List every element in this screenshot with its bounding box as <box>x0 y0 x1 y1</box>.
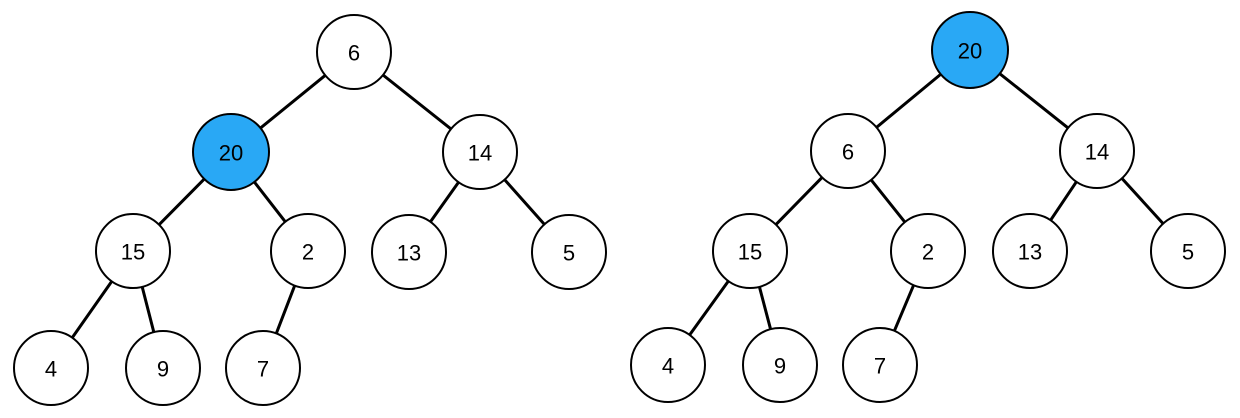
tree-node-label: 13 <box>397 241 421 266</box>
tree-edge <box>868 177 908 225</box>
tree-node-circle[interactable] <box>712 213 788 289</box>
tree-node-circle[interactable] <box>442 114 518 190</box>
tree-edge <box>258 73 328 131</box>
tree-node[interactable]: 7 <box>225 330 301 406</box>
tree-node-label: 14 <box>1085 140 1109 165</box>
tree-node-circle[interactable] <box>225 330 301 406</box>
tree-node-circle[interactable] <box>13 330 89 406</box>
tree-node[interactable]: 15 <box>712 213 788 289</box>
tree-node[interactable]: 2 <box>890 213 966 289</box>
tree-node[interactable]: 9 <box>742 327 818 403</box>
tree-edge <box>274 283 297 336</box>
tree-node-label: 15 <box>121 240 145 265</box>
tree-node-circle[interactable] <box>531 214 607 290</box>
tree-edge <box>140 284 156 335</box>
tree-node[interactable]: 15 <box>95 213 171 289</box>
tree-node-circle[interactable] <box>316 14 392 90</box>
tree-node-circle[interactable] <box>95 213 171 289</box>
tree-node[interactable]: 9 <box>125 330 201 406</box>
tree-node-label: 4 <box>45 357 57 382</box>
tree-node[interactable]: 4 <box>630 327 706 403</box>
tree-node-label: 5 <box>1182 240 1194 265</box>
tree-edge <box>428 179 461 225</box>
tree-node-label: 20 <box>219 141 243 166</box>
tree-edge <box>156 176 207 227</box>
tree-edge <box>773 175 825 227</box>
tree-node-circle[interactable] <box>1150 213 1226 289</box>
tree-edge <box>380 72 454 132</box>
tree-node-circle[interactable] <box>270 213 346 289</box>
tree-node-label: 6 <box>348 41 360 66</box>
tree-node[interactable]: 4 <box>13 330 89 406</box>
tree-node[interactable]: 14 <box>1059 113 1135 189</box>
tree-edge <box>252 179 288 225</box>
tree-node[interactable]: 7 <box>842 327 918 403</box>
tree-node-label: 2 <box>302 240 314 265</box>
tree-node-circle[interactable] <box>630 327 706 403</box>
tree-node-label: 14 <box>468 141 492 166</box>
tree-node-label: 6 <box>842 140 854 165</box>
tree-node-label: 20 <box>958 39 982 64</box>
tree-edge <box>757 284 773 332</box>
tree-edge <box>70 278 114 341</box>
tree-edge <box>1048 179 1079 223</box>
tree-node[interactable]: 6 <box>316 14 392 90</box>
tree-node[interactable]: 2 <box>270 213 346 289</box>
tree-node-circle-highlighted[interactable] <box>192 113 270 191</box>
tree-node-circle[interactable] <box>810 113 886 189</box>
left-tree: 6 20 14 15 2 13 5 4 9 7 <box>13 14 607 406</box>
tree-node[interactable]: 5 <box>1150 213 1226 289</box>
tree-edge <box>687 278 731 338</box>
tree-node[interactable]: 13 <box>371 214 447 290</box>
tree-node-circle[interactable] <box>125 330 201 406</box>
tree-node-circle[interactable] <box>371 214 447 290</box>
right-tree-edges <box>687 71 1166 338</box>
tree-node[interactable]: 20 <box>192 113 270 191</box>
tree-node[interactable]: 20 <box>931 11 1009 89</box>
tree-node-circle[interactable] <box>1059 113 1135 189</box>
tree-node[interactable]: 14 <box>442 114 518 190</box>
left-tree-edges <box>70 72 547 341</box>
tree-node-label: 4 <box>662 354 674 379</box>
tree-node-label: 5 <box>563 241 575 266</box>
tree-node[interactable]: 13 <box>992 213 1068 289</box>
tree-node-label: 7 <box>874 354 886 379</box>
tree-node[interactable]: 6 <box>810 113 886 189</box>
tree-edge <box>1119 176 1166 226</box>
tree-node-label: 13 <box>1018 240 1042 265</box>
tree-node-label: 7 <box>257 357 269 382</box>
tree-node-circle[interactable] <box>842 327 918 403</box>
tree-edge <box>874 72 943 130</box>
tree-edge <box>997 71 1071 131</box>
tree-node-circle-highlighted[interactable] <box>931 11 1009 89</box>
right-tree: 20 6 14 15 2 13 5 4 9 7 <box>630 11 1226 403</box>
tree-edge <box>502 177 547 227</box>
tree-node-label: 2 <box>922 240 934 265</box>
tree-node-circle[interactable] <box>742 327 818 403</box>
tree-node-label: 15 <box>738 240 762 265</box>
tree-edge <box>892 282 916 334</box>
tree-node-circle[interactable] <box>992 213 1068 289</box>
tree-node-circle[interactable] <box>890 213 966 289</box>
tree-node-label: 9 <box>774 354 786 379</box>
tree-node[interactable]: 5 <box>531 214 607 290</box>
tree-node-label: 9 <box>157 357 169 382</box>
